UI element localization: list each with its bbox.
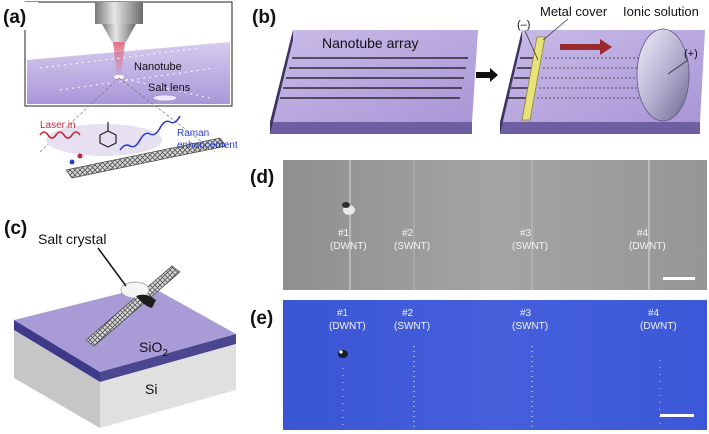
d-tube-3-id: #3 — [520, 228, 532, 239]
ion-icon-2 — [77, 153, 83, 159]
panel-c-label: (c) — [4, 218, 27, 239]
scale-bar-e — [660, 414, 694, 417]
label-plus: (+) — [684, 48, 698, 60]
salt-decorated-lines — [537, 57, 640, 99]
e-tube-2-type: (SWNT) — [394, 321, 430, 332]
e-tube-3-type: (SWNT) — [512, 321, 548, 332]
label-ionic-solution: Ionic solution — [623, 4, 699, 19]
zoom-line-right — [118, 77, 216, 153]
salt-crystal-shadow — [136, 294, 156, 308]
label-raman-1: Raman — [177, 128, 209, 139]
e-tube-2-id: #2 — [402, 308, 414, 319]
e-tube-1-id: #1 — [337, 308, 349, 319]
nanotube-line-2 — [59, 67, 216, 91]
ionic-solution-drop — [636, 28, 690, 122]
panel-e-label: (e) — [250, 308, 273, 329]
substrate-right-front — [500, 122, 700, 134]
d-tube-4-type: (DWNT) — [629, 241, 666, 252]
d-tube-1-id: #1 — [338, 228, 350, 239]
pointer-plus — [667, 59, 689, 75]
label-laser-in: Laser in — [40, 120, 76, 131]
label-raman-2: enhancement — [177, 140, 238, 151]
ion-icon-1 — [69, 159, 75, 165]
label-salt-lens: Salt lens — [148, 82, 191, 94]
opt-salt-particle — [338, 350, 348, 358]
panel-a-substrate — [27, 42, 230, 104]
e-tube-3-id: #3 — [520, 308, 532, 319]
panel-a-label: (a) — [3, 7, 26, 28]
panel-b-label: (b) — [252, 7, 276, 28]
sio2-top-face — [14, 286, 236, 372]
pointer-minus — [524, 30, 539, 61]
label-salt-crystal: Salt crystal — [38, 231, 106, 247]
label-nanotube: Nanotube — [134, 61, 182, 73]
d-tube-4-id: #4 — [637, 228, 649, 239]
salt-crystal-shape — [120, 281, 150, 299]
sem-particle-shadow — [342, 202, 350, 208]
d-tube-1-type: (DWNT) — [330, 241, 367, 252]
process-arrow-icon — [476, 68, 498, 82]
objective-lens-tip — [102, 24, 136, 42]
laser-wave-icon — [39, 131, 81, 139]
panel-b: (b) Nanotube array (–) — [252, 4, 705, 134]
salt-lens-drop — [152, 94, 178, 102]
metal-cover-strip — [521, 36, 546, 121]
substrate-left-front — [270, 122, 472, 134]
panel-a: Nanotube Salt lens Laser in Raman enhanc… — [2, 1, 238, 179]
optical-image — [283, 300, 707, 430]
sem-image — [283, 160, 707, 290]
d-tube-2-type: (SWNT) — [394, 241, 430, 252]
label-si: Si — [145, 381, 157, 397]
raman-wave-icon — [119, 115, 181, 151]
substrate-left-top — [270, 30, 478, 122]
label-sio2: SiO2 — [139, 339, 168, 359]
focus-spot — [114, 75, 124, 79]
opt-particle-highlight — [339, 350, 343, 354]
migration-arrow-icon — [560, 39, 612, 55]
label-nanotube-array: Nanotube array — [322, 35, 419, 51]
panel-d-label: (d) — [250, 167, 274, 188]
substrate-left-side — [270, 30, 293, 134]
sio2-right-face — [100, 334, 236, 382]
panel-d: (d) #1 (DWNT) #2 (SWNT) #3 (SWNT) #4 (DW… — [250, 160, 707, 290]
sio2-left-face — [14, 320, 100, 382]
nanotube-3d — [65, 137, 227, 179]
e-tube-4-type: (DWNT) — [640, 321, 677, 332]
pointer-metal-cover — [542, 18, 569, 41]
d-tube-2-id: #2 — [402, 228, 414, 239]
pointer-salt-crystal — [97, 247, 127, 287]
scale-bar-d — [663, 277, 695, 280]
laser-beam — [113, 42, 125, 76]
e-tube-1-type: (DWNT) — [329, 321, 366, 332]
panel-a-label-bg — [2, 2, 38, 30]
objective-lens-body — [95, 2, 143, 24]
label-metal-cover: Metal cover — [540, 4, 608, 19]
molecule-icon — [99, 122, 117, 148]
d-tube-3-type: (SWNT) — [512, 241, 548, 252]
label-minus: (–) — [517, 19, 530, 31]
panel-e: (e) #1 (DWNT) #2 (SWNT) #3 (SWNT) #4 (DW… — [250, 300, 707, 430]
substrate-right-side — [500, 30, 522, 134]
e-tube-4-id: #4 — [648, 308, 660, 319]
panel-c: (c) Salt crystal SiO2 Si — [4, 218, 236, 428]
si-left-face — [14, 330, 100, 428]
si-right-face — [100, 344, 236, 428]
